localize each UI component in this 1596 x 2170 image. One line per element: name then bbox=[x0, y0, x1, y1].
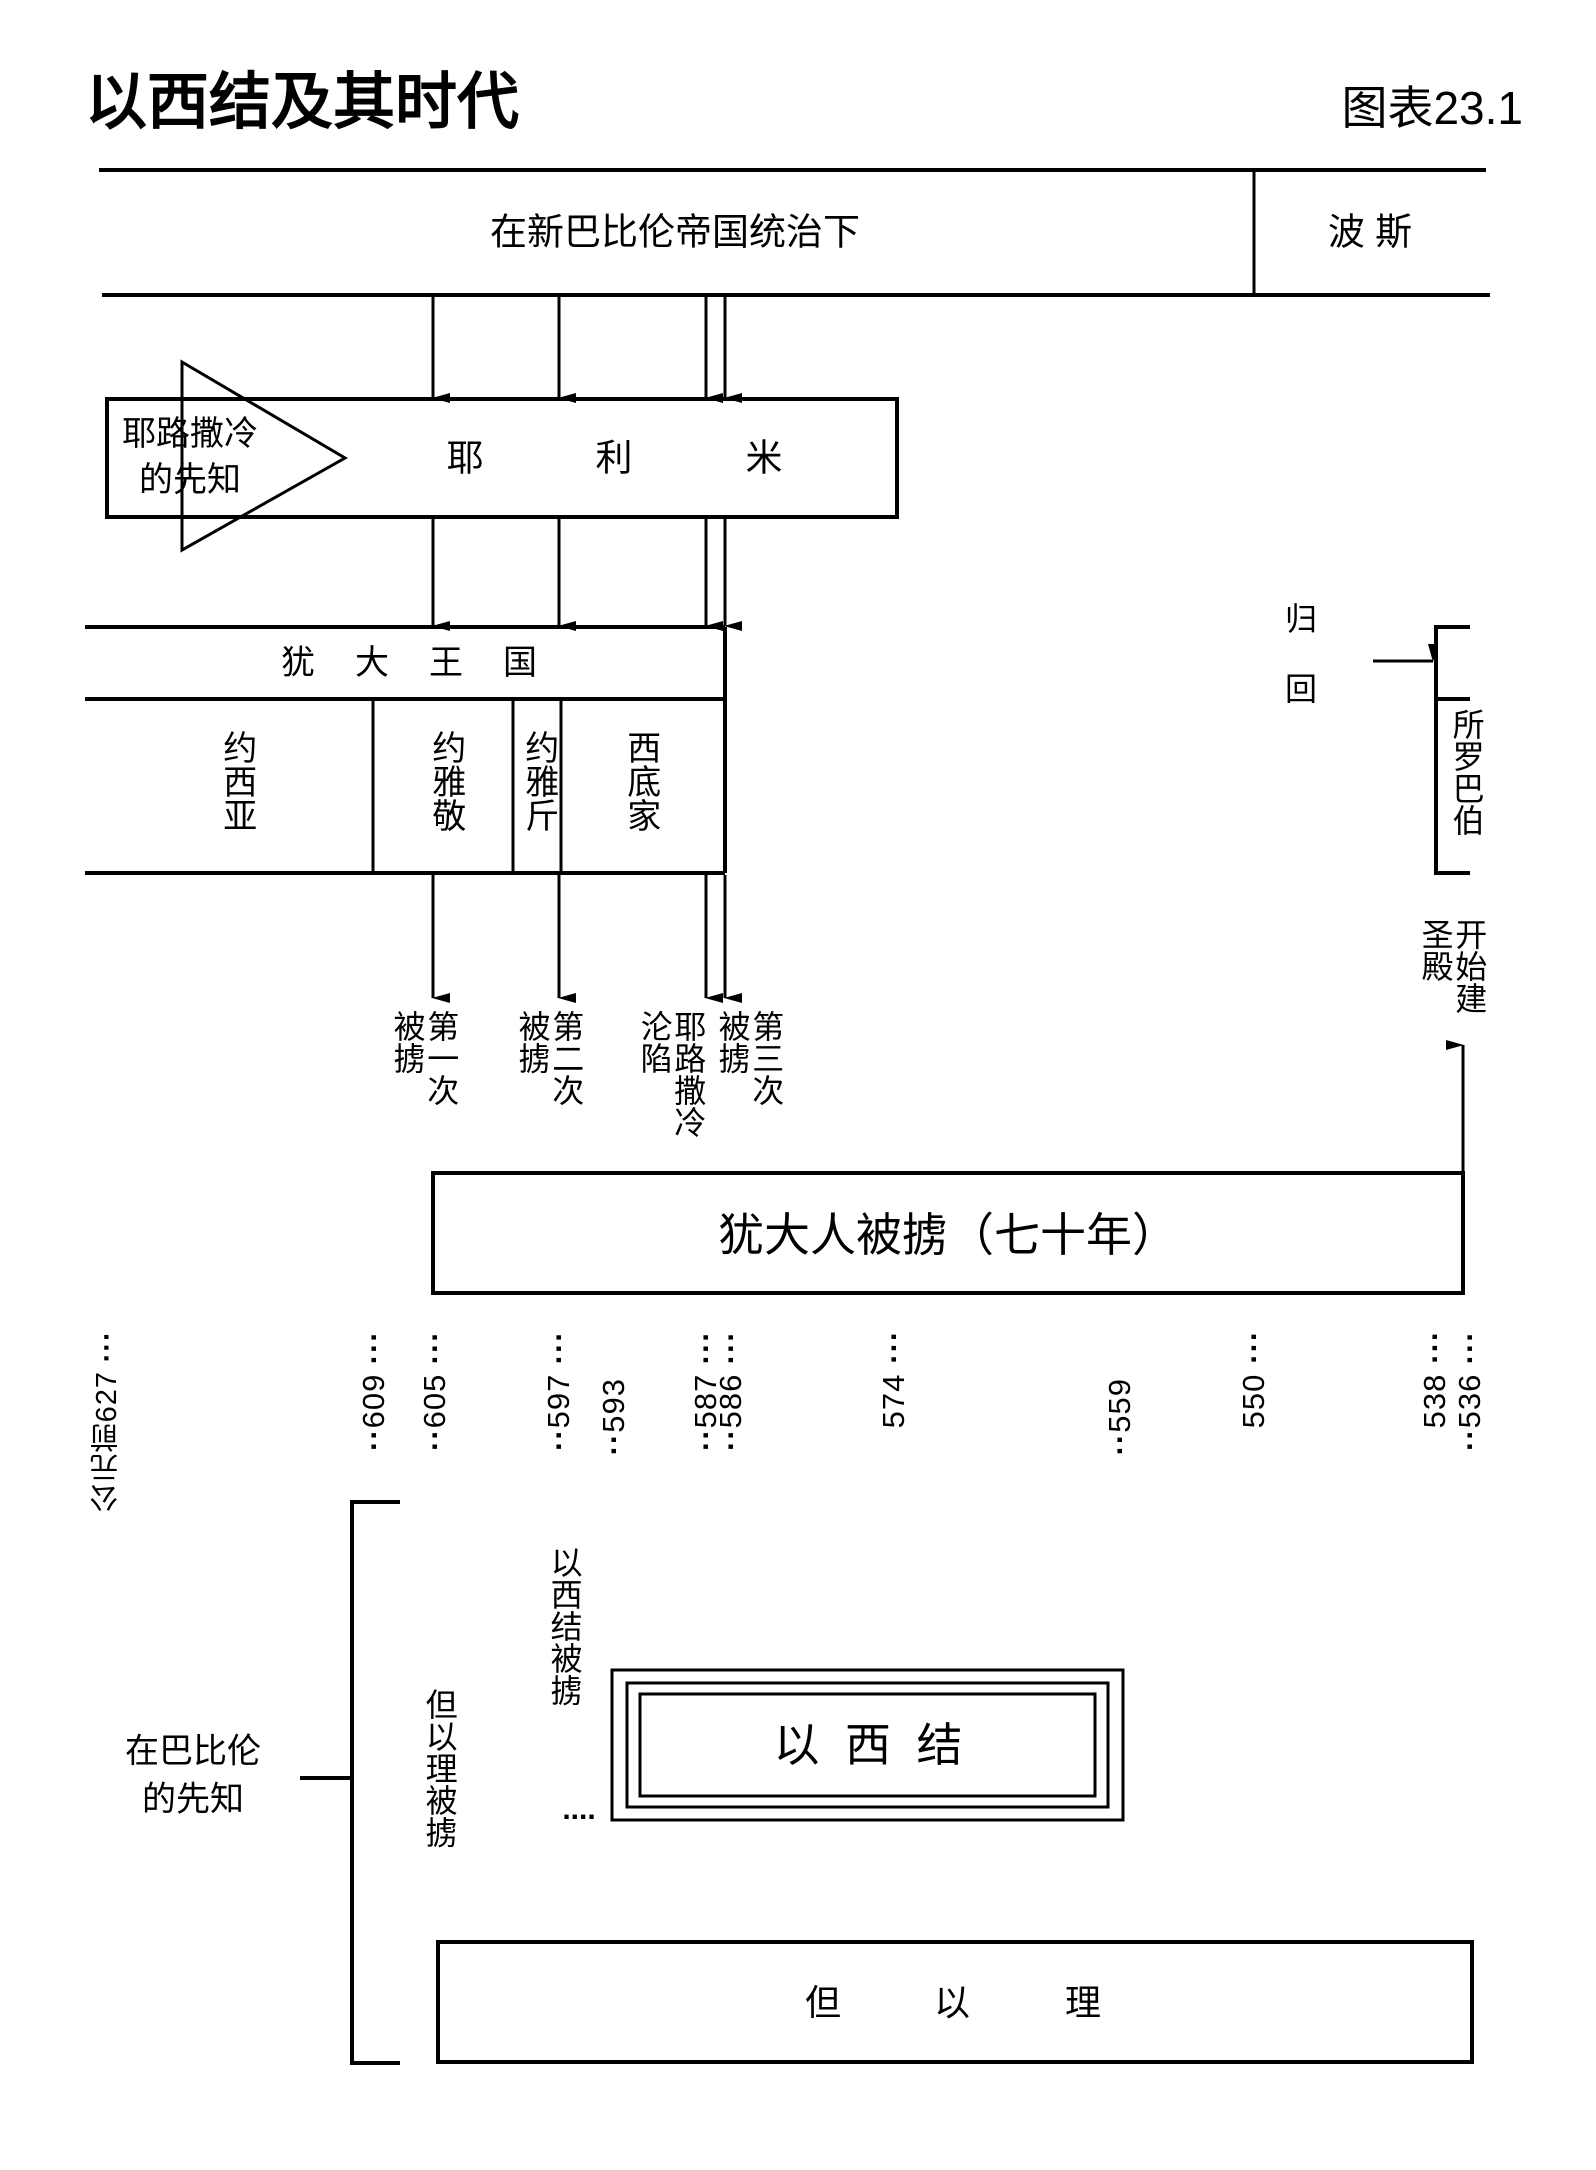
date-609: 609 bbox=[356, 1330, 392, 1451]
jeremiah-char: 米 bbox=[745, 437, 783, 479]
ezekiel-box-outer bbox=[610, 1668, 1125, 1822]
zerubbabel-bracket bbox=[1434, 625, 1470, 875]
jerusalem-fall-label: 耶路撒冷 沦陷 bbox=[636, 1010, 707, 1138]
judah-kingdom-char: 犹 bbox=[281, 644, 315, 682]
king-jehoiachin: 约雅斤 bbox=[519, 730, 558, 832]
babylon-empire-label: 在新巴比伦帝国统治下 bbox=[490, 211, 860, 253]
date-550: 550 bbox=[1236, 1330, 1272, 1429]
temple-label: 开始建 圣殿 bbox=[1417, 918, 1488, 1014]
persia-empire-label: 波 斯 bbox=[1327, 211, 1413, 253]
captivity-box bbox=[431, 1171, 1465, 1295]
judah-kingdom-char: 王 bbox=[429, 644, 463, 682]
jerusalem-prophet-label: 耶路撒冷 的先知 bbox=[122, 415, 258, 499]
date-559: 559 bbox=[1102, 1378, 1138, 1455]
king-jehoiakim: 约雅敬 bbox=[426, 730, 465, 832]
date-597: 597 bbox=[541, 1330, 577, 1451]
date-627: 公元前627 bbox=[86, 1330, 128, 1512]
first-deportation-label: 第一次 被掳 bbox=[389, 1010, 460, 1106]
second-deportation-label: 第二次 被掳 bbox=[514, 1010, 585, 1106]
date-536: 536 bbox=[1452, 1330, 1488, 1451]
ezekiel-dots: .... bbox=[562, 1793, 596, 1826]
ezekiel-exile-label: 以西结被掳 bbox=[546, 1546, 583, 1706]
daniel-char: 理 bbox=[1064, 1982, 1102, 2023]
date-574: 574 bbox=[876, 1330, 912, 1429]
jeremiah-char: 耶 bbox=[446, 437, 484, 479]
judah-kingdom-char: 国 bbox=[503, 644, 537, 682]
chart-label: 图表23.1 bbox=[1341, 82, 1523, 134]
date-538: 538 bbox=[1417, 1330, 1453, 1429]
ezekiel-label: 以 西 结 bbox=[773, 1719, 963, 1771]
ezekiel-box-middle bbox=[625, 1681, 1110, 1809]
king-zedekiah: 西底家 bbox=[621, 730, 660, 832]
return-label: 归 回 bbox=[1285, 601, 1318, 708]
daniel-char: 但 bbox=[804, 1982, 842, 2023]
prophets-bracket bbox=[350, 1500, 400, 2065]
babylon-prophets-label: 在巴比伦 的先知 bbox=[125, 1732, 261, 1818]
daniel-exile-label: 但以理被掳 bbox=[421, 1688, 458, 1848]
date-605: 605 bbox=[417, 1330, 453, 1451]
daniel-char: 以 bbox=[933, 1982, 971, 2023]
jeremiah-char: 利 bbox=[595, 437, 633, 479]
judah-kingdom-char: 大 bbox=[355, 644, 389, 682]
jerusalem-prophet-arrow bbox=[180, 359, 349, 553]
page-title: 以西结及其时代 bbox=[85, 68, 520, 137]
date-593: 593 bbox=[596, 1378, 632, 1455]
daniel-box bbox=[436, 1940, 1474, 2064]
captivity-label: 犹大人被掳（七十年） bbox=[718, 1209, 1178, 1261]
date-586: 586 bbox=[713, 1330, 749, 1451]
king-josiah: 约西亚 bbox=[217, 730, 256, 832]
third-deportation-label: 第三次 被掳 bbox=[714, 1010, 785, 1106]
zerubbabel-label: 所罗巴伯 bbox=[1448, 708, 1485, 836]
jeremiah-box bbox=[105, 397, 899, 519]
ezekiel-box-inner bbox=[638, 1692, 1097, 1798]
